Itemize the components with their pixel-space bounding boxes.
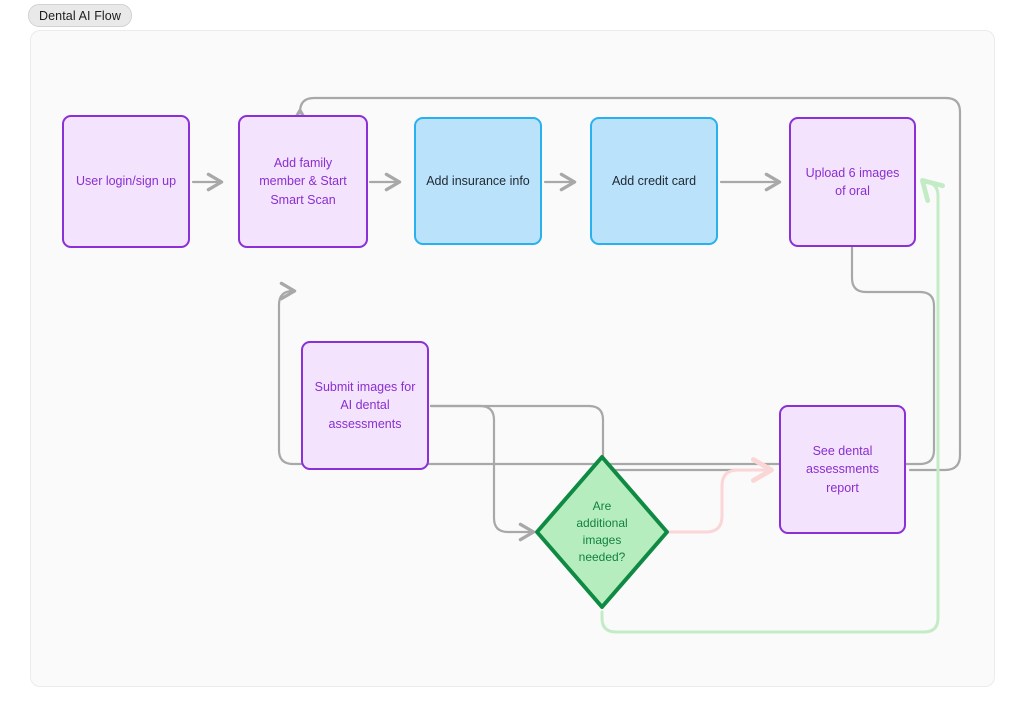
diamond-shape — [535, 455, 669, 609]
node-add-family-member-label: Add family member & Start Smart Scan — [259, 156, 347, 207]
node-see-report-label: See dental assessments report — [806, 444, 879, 495]
node-user-login[interactable]: User login/sign up — [62, 115, 190, 248]
node-upload-images[interactable]: Upload 6 images of oral — [789, 117, 916, 247]
diagram-title-chip[interactable]: Dental AI Flow — [28, 4, 132, 27]
node-add-credit-card-label: Add credit card — [611, 173, 697, 188]
node-add-insurance-info[interactable]: Add insurance info — [414, 117, 542, 245]
node-add-credit-card[interactable]: Add credit card — [590, 117, 718, 245]
node-user-login-label: User login/sign up — [75, 174, 177, 189]
node-decision-additional-images[interactable]: Are additional images needed? — [532, 452, 672, 612]
node-add-insurance-info-label: Add insurance info — [426, 173, 530, 188]
node-upload-images-label: Upload 6 images of oral — [805, 165, 900, 198]
node-submit-images-label: Submit images for AI dental assessments — [314, 380, 416, 431]
node-see-report[interactable]: See dental assessments report — [779, 405, 906, 534]
node-add-family-member[interactable]: Add family member & Start Smart Scan — [238, 115, 368, 248]
node-submit-images[interactable]: Submit images for AI dental assessments — [301, 341, 429, 470]
